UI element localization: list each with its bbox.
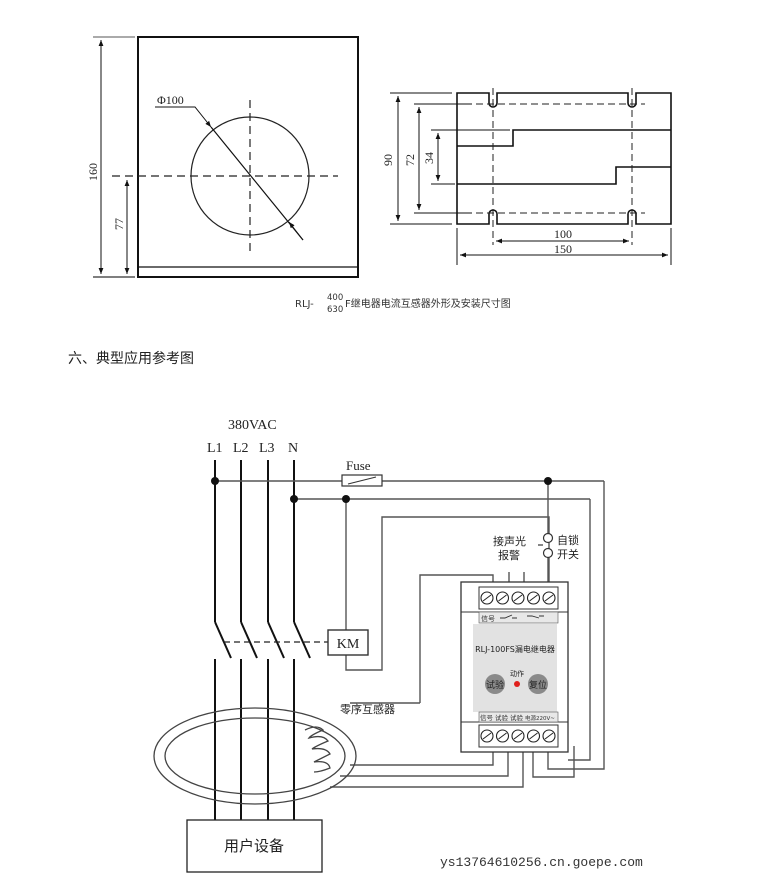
- zero-sequence-ct: [153, 707, 357, 805]
- screw-slot: [529, 732, 538, 740]
- alarm-label-2: 报警: [498, 548, 520, 562]
- phase-label-l3: L3: [259, 441, 275, 456]
- ct-side-outline: [456, 92, 672, 225]
- dim-72-label: 72: [403, 154, 417, 166]
- ct-side-view: 90 72 34 100 150: [381, 88, 672, 265]
- bottom-label-test2: 试验: [510, 713, 524, 722]
- dim-150-label: 150: [554, 242, 572, 256]
- junction-dot: [342, 495, 350, 503]
- screw-slot: [482, 732, 492, 740]
- dim-100-label: 100: [554, 227, 572, 241]
- test-button[interactable]: [485, 674, 505, 694]
- watermark: ys13764610256.cn.goepe.com: [440, 855, 643, 870]
- test-button-label: 试验: [486, 679, 504, 691]
- supply-label: 380VAC: [228, 418, 277, 433]
- bottom-label-signal: 信号: [480, 713, 494, 722]
- screw-slot: [544, 594, 554, 602]
- relay-faceplate: [473, 624, 557, 712]
- phase-conductors-upper: [214, 460, 311, 659]
- ct-label: 零序互感器: [340, 702, 395, 716]
- top-label-signal: 信号: [481, 614, 495, 623]
- no-contact-icon: [500, 614, 517, 619]
- phase-label-l1: L1: [207, 441, 223, 456]
- screw-slot: [482, 594, 492, 602]
- phase-label-n: N: [288, 441, 298, 456]
- nc-contact-icon: [527, 615, 544, 619]
- diameter-arrow: [288, 221, 304, 241]
- caption-frac-bottom: 630: [327, 305, 343, 315]
- dim-77-label: 77: [112, 218, 126, 230]
- action-indicator-led: [514, 681, 520, 687]
- wiring-diagram: 380VAC L1 L2 L3 N: [153, 418, 605, 873]
- ct-winding: [304, 726, 331, 773]
- bottom-label-power: 电源220V~: [525, 714, 555, 722]
- fuse-symbol: [341, 474, 383, 487]
- dim-34-label: 34: [422, 152, 436, 164]
- bottom-label-test1: 试验: [495, 713, 509, 722]
- diameter-line: [210, 126, 304, 241]
- top-terminal-labels: [478, 611, 559, 624]
- reset-button[interactable]: [528, 674, 548, 694]
- leakage-relay: 信号 信号 试验 试验 电源220V~ RLJ-100FS漏电继电器 试验 复位…: [460, 581, 569, 753]
- alarm-label-1: 接声光: [493, 534, 526, 548]
- phase-label-l2: L2: [233, 441, 249, 456]
- indicator-label: 动作: [510, 669, 524, 678]
- caption-suffix: F继电器电流互感器外形及安装尺寸图: [345, 297, 511, 310]
- diameter-label: Φ100: [157, 93, 184, 107]
- dim-160-label: 160: [86, 163, 100, 181]
- junction-dot: [211, 477, 219, 485]
- junction-dot: [290, 495, 298, 503]
- contactor-coil: [327, 629, 369, 656]
- junction-dot: [544, 477, 552, 485]
- dim-90-label: 90: [381, 154, 395, 166]
- section-heading: 六、典型应用参考图: [68, 350, 194, 367]
- load-box: [186, 819, 323, 873]
- screw-slot: [498, 594, 507, 602]
- bottom-terminal-labels: [478, 711, 559, 723]
- diameter-leader: [155, 106, 212, 128]
- screw-slot: [498, 732, 507, 740]
- load-label: 用户设备: [224, 837, 284, 855]
- screw-slot: [513, 594, 523, 602]
- contactor-label: KM: [337, 637, 360, 652]
- screw-slot: [529, 594, 538, 602]
- window-top-edge: [457, 129, 671, 147]
- screw-slot: [513, 732, 523, 740]
- phase-conductors-lower: [214, 659, 295, 820]
- screw-slot: [544, 732, 554, 740]
- switch-label-1: 自锁: [557, 533, 579, 547]
- reset-button-label: 复位: [529, 679, 547, 691]
- window-bottom-edge: [457, 166, 671, 185]
- caption-frac-top: 400: [327, 293, 343, 303]
- ct-front-view: Φ100 160 77: [86, 36, 359, 278]
- fuse-label: Fuse: [346, 458, 371, 473]
- switch-label-2: 开关: [557, 547, 579, 561]
- self-lock-switch: [538, 532, 554, 559]
- caption-prefix: RLJ-: [295, 299, 314, 310]
- ct-outline: [137, 36, 359, 278]
- figure-caption: RLJ- 400 630 F继电器电流互感器外形及安装尺寸图: [295, 293, 511, 315]
- relay-model: RLJ-100FS漏电继电器: [475, 644, 555, 654]
